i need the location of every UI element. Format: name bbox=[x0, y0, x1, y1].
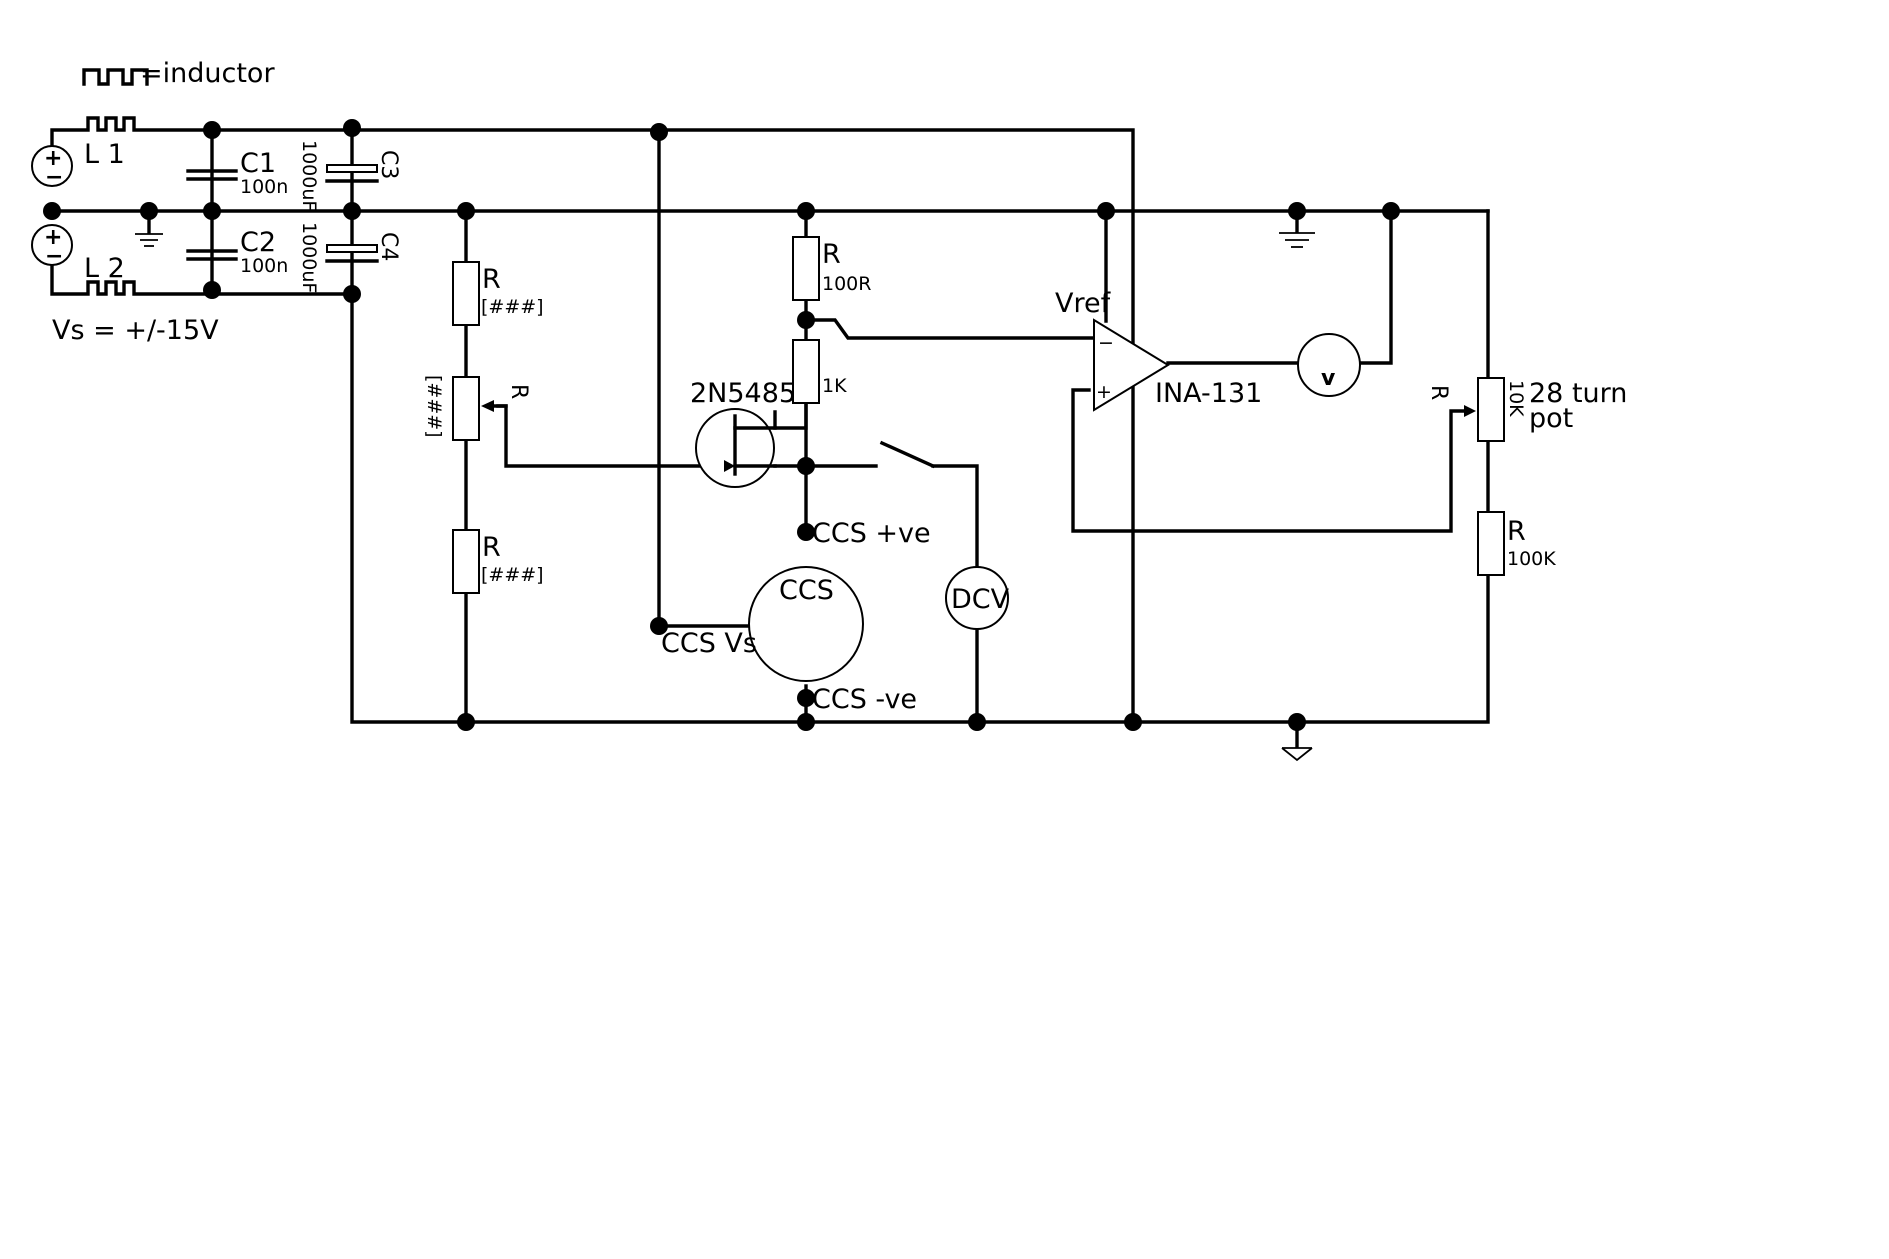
svg-text:28 turn: 28 turn bbox=[1529, 378, 1627, 409]
wire-top-rail bbox=[50, 116, 1135, 724]
svg-text:[###]: [###] bbox=[481, 296, 544, 318]
jfet-transistor: 2N5485 bbox=[690, 378, 796, 488]
wire-drain bbox=[773, 401, 808, 430]
vref-label: Vref bbox=[1055, 288, 1112, 319]
capacitor-c3: 1000uF C3 bbox=[298, 140, 401, 211]
wire-switch-to-dcv bbox=[931, 464, 979, 572]
resistor-divider-top: R [###] bbox=[452, 261, 544, 326]
svg-text:[###]: [###] bbox=[481, 564, 544, 586]
svg-text:100n: 100n bbox=[240, 176, 288, 198]
capacitor-c2: C2 100n bbox=[186, 227, 288, 277]
svg-text:CCS: CCS bbox=[779, 575, 834, 606]
potentiometer-10k: 10K R 28 turn pot bbox=[1426, 377, 1627, 442]
resistor-divider-bottom: R [###] bbox=[452, 529, 544, 594]
wire-vref bbox=[804, 318, 1096, 340]
svg-text:R: R bbox=[506, 384, 531, 399]
svg-text:R: R bbox=[822, 239, 841, 270]
junction-nodes bbox=[43, 119, 1400, 731]
svg-text:R: R bbox=[482, 532, 501, 563]
svg-text:[###]: [###] bbox=[423, 375, 445, 438]
ccs-vs-label: CCS Vs bbox=[661, 628, 757, 659]
svg-text:1000uF: 1000uF bbox=[298, 222, 320, 293]
power-source-top: + − bbox=[31, 145, 73, 190]
potentiometer-divider: [###] R bbox=[423, 375, 531, 441]
wire-feedback bbox=[1071, 388, 1470, 533]
op-amp-ina131: − + INA-131 bbox=[1093, 318, 1262, 412]
svg-text:100K: 100K bbox=[1507, 548, 1556, 570]
power-source-bottom: + − bbox=[31, 224, 73, 269]
svg-text:C4: C4 bbox=[376, 232, 401, 261]
current-source-ccs: CCS bbox=[748, 566, 864, 682]
svg-text:pot: pot bbox=[1529, 403, 1573, 434]
svg-text:1000uF: 1000uF bbox=[298, 140, 320, 211]
ccs-negative-label: CCS -ve bbox=[812, 684, 917, 715]
supply-voltage-label: Vs = +/-15V bbox=[52, 315, 219, 346]
voltmeter-output: v bbox=[1297, 333, 1361, 397]
svg-text:+: + bbox=[44, 225, 62, 250]
inductor-l2-label: L 2 bbox=[84, 253, 125, 284]
capacitor-c4: 1000uF C4 bbox=[298, 222, 401, 293]
wire-bottom-rail bbox=[350, 292, 1490, 724]
ccs-positive-label: CCS +ve bbox=[812, 518, 931, 549]
svg-text:100R: 100R bbox=[822, 273, 871, 295]
wire-meter-to-rail bbox=[1359, 209, 1393, 365]
chassis-ground-icon bbox=[1281, 747, 1313, 762]
svg-text:−: − bbox=[45, 244, 63, 269]
ground-right-icon bbox=[1279, 232, 1315, 248]
svg-text:100n: 100n bbox=[240, 255, 288, 277]
svg-text:+: + bbox=[44, 146, 62, 171]
inductor-l1-label: L 1 bbox=[84, 139, 125, 170]
svg-text:2N5485: 2N5485 bbox=[690, 378, 796, 409]
resistor-1k: 1K bbox=[792, 339, 847, 404]
svg-text:DCV: DCV bbox=[951, 584, 1010, 615]
svg-text:INA-131: INA-131 bbox=[1155, 378, 1262, 409]
svg-text:1K: 1K bbox=[822, 375, 847, 397]
svg-text:R: R bbox=[482, 264, 501, 295]
dc-voltmeter: DCV bbox=[945, 566, 1010, 630]
resistor-100r: R 100R bbox=[792, 236, 871, 301]
svg-text:R: R bbox=[1426, 385, 1451, 400]
svg-text:−: − bbox=[45, 165, 63, 190]
svg-text:R: R bbox=[1507, 516, 1526, 547]
svg-text:10K: 10K bbox=[1505, 380, 1527, 417]
svg-text:C3: C3 bbox=[376, 150, 401, 179]
svg-text:C2: C2 bbox=[240, 227, 276, 258]
svg-text:−: − bbox=[1098, 332, 1114, 354]
inductor-legend-text: =inductor bbox=[140, 58, 275, 89]
svg-text:v: v bbox=[1321, 366, 1336, 391]
wire-bottom-rail-left bbox=[50, 252, 354, 296]
switch-blade bbox=[879, 440, 936, 469]
capacitor-c1: C1 100n bbox=[186, 148, 288, 198]
resistor-100k: R 100K bbox=[1477, 511, 1556, 576]
inductor-symbol-icon bbox=[82, 68, 149, 86]
svg-text:C1: C1 bbox=[240, 148, 276, 179]
svg-text:+: + bbox=[1096, 381, 1112, 403]
inductor-legend: =inductor bbox=[82, 58, 275, 89]
